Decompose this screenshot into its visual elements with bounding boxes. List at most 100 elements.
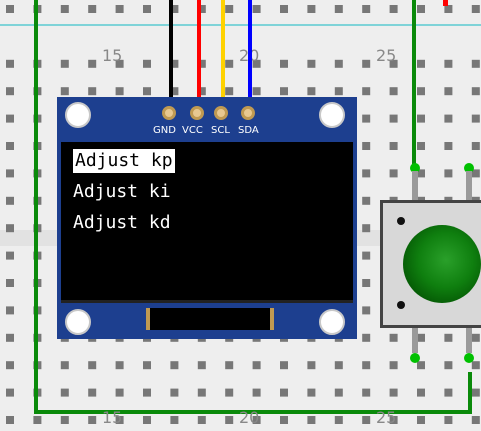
col-label-bottom-15: 15 bbox=[102, 408, 123, 427]
power-rail-line bbox=[0, 24, 481, 26]
breadboard-hole bbox=[225, 5, 234, 13]
breadboard-hole bbox=[60, 361, 69, 370]
breadboard-hole bbox=[6, 388, 14, 397]
breadboard-hole bbox=[444, 416, 453, 424]
wire-gnd bbox=[169, 0, 173, 112]
breadboard-hole bbox=[6, 361, 14, 370]
breadboard-hole bbox=[307, 416, 316, 424]
breadboard-hole bbox=[6, 142, 14, 150]
breadboard-hole bbox=[389, 87, 398, 96]
breadboard-hole bbox=[362, 279, 371, 287]
breadboard-hole bbox=[417, 59, 425, 68]
breadboard-hole bbox=[6, 306, 14, 315]
breadboard-hole bbox=[143, 87, 151, 96]
breadboard-hole bbox=[444, 169, 453, 178]
breadboard-hole bbox=[225, 416, 234, 424]
breadboard-hole bbox=[362, 196, 371, 205]
breadboard-hole bbox=[471, 169, 480, 178]
breadboard-hole bbox=[115, 59, 124, 68]
breadboard-hole bbox=[280, 361, 288, 370]
breadboard-hole bbox=[417, 142, 425, 150]
breadboard-hole bbox=[471, 388, 480, 397]
breadboard-hole bbox=[252, 388, 261, 397]
breadboard-hole bbox=[115, 361, 124, 370]
col-label-bottom-25: 25 bbox=[376, 408, 397, 427]
breadboard-hole bbox=[6, 5, 14, 13]
breadboard-hole bbox=[362, 333, 371, 342]
breadboard-hole bbox=[197, 388, 206, 397]
breadboard-hole bbox=[88, 5, 97, 13]
breadboard-hole bbox=[417, 416, 425, 424]
breadboard-hole bbox=[6, 169, 14, 178]
breadboard-hole bbox=[471, 142, 480, 150]
breadboard-hole bbox=[389, 169, 398, 178]
breadboard-hole bbox=[334, 5, 343, 13]
pushbutton[interactable] bbox=[380, 200, 481, 328]
breadboard-hole bbox=[88, 59, 97, 68]
breadboard-hole bbox=[60, 5, 69, 13]
breadboard-hole bbox=[60, 416, 69, 424]
breadboard-hole bbox=[362, 142, 371, 150]
breadboard-hole bbox=[307, 388, 316, 397]
breadboard-hole bbox=[334, 388, 343, 397]
breadboard-hole bbox=[88, 361, 97, 370]
breadboard-hole bbox=[170, 5, 179, 13]
ribbon-connector bbox=[146, 308, 274, 330]
breadboard-hole bbox=[444, 333, 453, 342]
breadboard-hole bbox=[417, 333, 425, 342]
breadboard-hole bbox=[6, 416, 14, 424]
breadboard-hole bbox=[307, 59, 316, 68]
breadboard-hole bbox=[417, 5, 425, 13]
breadboard-hole bbox=[362, 306, 371, 315]
breadboard-hole bbox=[417, 388, 425, 397]
pin-label-vcc: VCC bbox=[182, 125, 203, 136]
breadboard-hole bbox=[6, 279, 14, 287]
breadboard-hole bbox=[334, 361, 343, 370]
pushbutton-cap[interactable] bbox=[403, 225, 481, 303]
breadboard-hole bbox=[389, 388, 398, 397]
breadboard-hole bbox=[225, 388, 234, 397]
breadboard-hole bbox=[197, 416, 206, 424]
breadboard-hole bbox=[307, 5, 316, 13]
breadboard-hole bbox=[143, 388, 151, 397]
breadboard-hole bbox=[389, 416, 398, 424]
breadboard-hole bbox=[280, 87, 288, 96]
pin-pad-scl bbox=[214, 106, 228, 120]
oled-screen: Adjust kp Adjust ki Adjust kd bbox=[61, 142, 353, 303]
breadboard-hole bbox=[143, 5, 151, 13]
breadboard-hole bbox=[471, 114, 480, 123]
pushbutton-leads-right bbox=[464, 163, 474, 363]
breadboard-hole bbox=[170, 361, 179, 370]
breadboard-hole bbox=[252, 59, 261, 68]
breadboard-hole bbox=[417, 114, 425, 123]
breadboard-hole bbox=[115, 388, 124, 397]
breadboard-hole bbox=[88, 416, 97, 424]
breadboard-hole bbox=[252, 87, 261, 96]
oled-module[interactable]: GND VCC SCL SDA Adjust kp Adjust ki Adju… bbox=[57, 97, 357, 339]
breadboard-hole bbox=[197, 5, 206, 13]
pushbutton-leads bbox=[410, 163, 420, 363]
breadboard-hole bbox=[362, 59, 371, 68]
breadboard-hole bbox=[389, 114, 398, 123]
breadboard-hole bbox=[33, 416, 42, 424]
pushbutton-corner-dot bbox=[397, 217, 405, 225]
breadboard-hole bbox=[362, 361, 371, 370]
breadboard-hole bbox=[471, 59, 480, 68]
breadboard-hole bbox=[334, 416, 343, 424]
breadboard-hole bbox=[417, 361, 425, 370]
breadboard-hole bbox=[444, 142, 453, 150]
breadboard-hole bbox=[60, 87, 69, 96]
breadboard-hole bbox=[334, 59, 343, 68]
menu-item-adjust-kd: Adjust kd bbox=[73, 212, 171, 233]
breadboard-hole bbox=[170, 87, 179, 96]
breadboard-hole bbox=[252, 361, 261, 370]
breadboard-hole bbox=[6, 87, 14, 96]
breadboard-hole bbox=[362, 388, 371, 397]
breadboard-hole bbox=[143, 59, 151, 68]
mount-hole-br bbox=[319, 309, 345, 335]
breadboard-hole bbox=[444, 87, 453, 96]
power-wire bbox=[443, 0, 448, 6]
breadboard-hole bbox=[307, 361, 316, 370]
breadboard-hole bbox=[444, 361, 453, 370]
